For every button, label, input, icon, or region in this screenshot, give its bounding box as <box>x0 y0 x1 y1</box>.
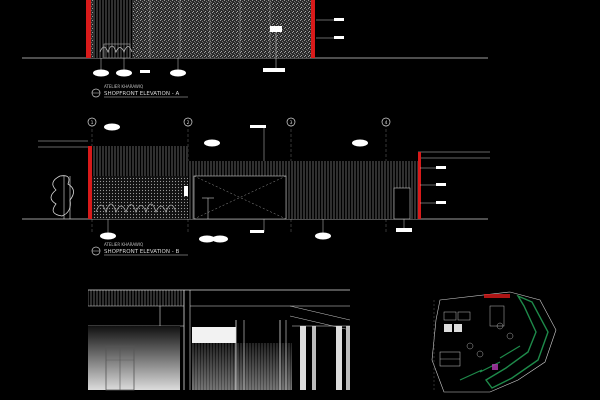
grid-marker-2 <box>183 117 193 127</box>
svg-text:4: 4 <box>385 120 388 126</box>
elevation-a-planter <box>99 45 133 54</box>
floor-plan-outline <box>431 291 557 393</box>
elevation-a-callout-2 <box>116 69 132 77</box>
elevation-a-red-pier-left <box>86 0 91 58</box>
elevation-b-callout-top-1 <box>104 123 120 131</box>
floor-plan-green-partitions <box>459 345 521 381</box>
interior-signage-band <box>192 327 236 343</box>
elevation-a: ATELIER KHARAWIQ SHOPFRONT ELEVATION - A <box>22 0 488 98</box>
grid-marker-1 <box>87 117 97 127</box>
grid-marker-4 <box>381 117 391 127</box>
floor-plan-red-wall <box>484 294 510 298</box>
interior-column-3 <box>336 326 342 390</box>
elevation-a-red-pier-right <box>311 0 315 58</box>
elevation-b-callout-1 <box>100 232 116 240</box>
elevation-b-project-name: ATELIER KHARAWIQ <box>104 242 143 247</box>
floor-plan <box>431 291 557 393</box>
elevation-a-project-name: ATELIER KHARAWIQ <box>104 84 143 89</box>
elevation-b-callout-4 <box>315 232 331 240</box>
elevation-b-title: SHOPFRONT ELEVATION - B <box>104 249 179 255</box>
svg-text:2: 2 <box>187 120 190 126</box>
grid-marker-3 <box>286 117 296 127</box>
elevation-b-callout-3 <box>212 235 228 243</box>
elevation-a-dim-tag <box>263 68 285 72</box>
floor-plan-green-wall <box>484 294 549 389</box>
elevation-b-door <box>393 187 411 220</box>
elevation-b-callout-top-2 <box>204 139 220 147</box>
interior-column-2 <box>312 326 316 390</box>
elevation-a-tag <box>270 26 282 32</box>
elevation-b-red-pier-left <box>88 146 92 219</box>
elevation-a-door-screen <box>93 0 133 58</box>
interior-elevation <box>88 289 351 391</box>
svg-text:3: 3 <box>290 120 293 126</box>
elevation-b-red-pier-right <box>418 152 421 219</box>
elevation-b-callout-top-3 <box>352 139 368 147</box>
interior-column-4 <box>346 326 350 390</box>
interior-column-1 <box>300 326 306 390</box>
elevation-b-planting <box>95 203 177 214</box>
elevation-b: 1 2 3 4 <box>22 117 490 256</box>
svg-text:1: 1 <box>91 120 94 126</box>
elevation-b-callout-2 <box>199 235 215 243</box>
elevation-a-title: SHOPFRONT ELEVATION - A <box>104 91 179 97</box>
elevation-b-tree <box>50 175 74 217</box>
elevation-a-callout-3 <box>170 69 186 77</box>
interior-cornice-left <box>88 290 184 306</box>
elevation-a-callout-1 <box>93 69 109 77</box>
